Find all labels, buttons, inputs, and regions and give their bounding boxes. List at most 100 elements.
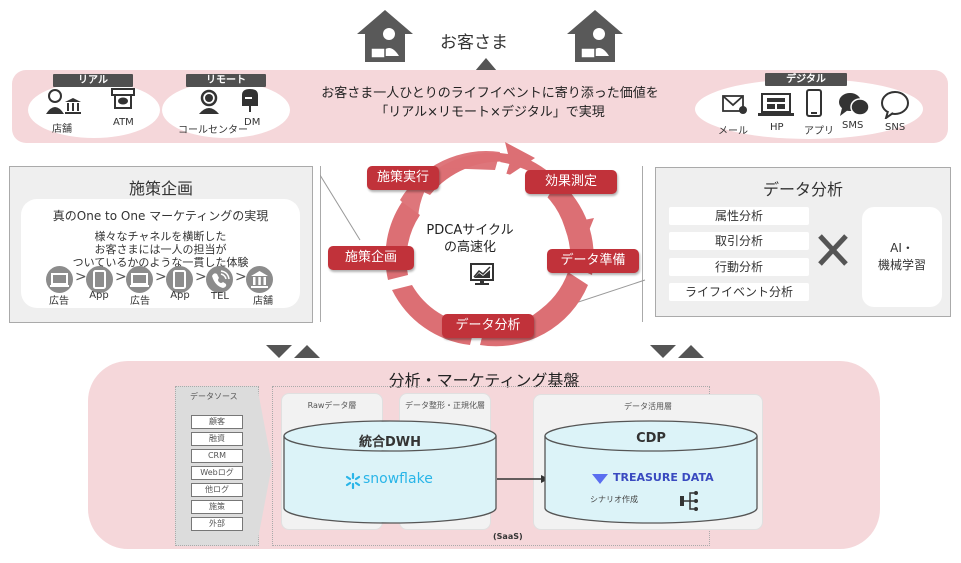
cdp-title: CDP: [636, 431, 666, 446]
up-arrow-icon: [475, 58, 497, 71]
channel-label: メール: [718, 126, 748, 137]
house-person-icon: [567, 10, 623, 62]
datasource-item: 他ログ: [191, 483, 243, 497]
channel-label: 店舗: [52, 124, 72, 135]
smartphone-icon: [806, 89, 822, 117]
channel-label: HP: [770, 122, 784, 133]
planning-headline: 真のOne to One マーケティングの実現: [52, 209, 269, 223]
layer-label: データ活用層: [624, 402, 672, 411]
house-person-icon: [357, 10, 413, 62]
planning-desc-line: ついているかのような一貫した体験: [72, 256, 249, 269]
channel-label: アプリ: [804, 126, 834, 137]
datasource-item: 外部: [191, 517, 243, 531]
planning-description: 様々なチャネルを横断した お客さまには一人の担当が ついているかのような一貫した…: [21, 230, 300, 269]
pdca-step-analyze: データ分析: [442, 314, 534, 338]
journey-step: [86, 266, 113, 293]
channel-label: SMS: [842, 120, 864, 131]
laptop-icon: [50, 273, 69, 287]
datasource-item: 顧客: [191, 415, 243, 429]
journey-label: App: [170, 290, 190, 301]
call-center-icon: [199, 89, 219, 114]
pdca-step-measure: 効果測定: [525, 170, 617, 194]
laptop-icon: [758, 93, 794, 116]
channel-tag-digital: デジタル: [765, 73, 847, 86]
journey-step: [246, 266, 273, 293]
flow-arrow-icon: [497, 475, 549, 483]
bidirectional-arrow-icon: [266, 345, 320, 358]
journey-label: 広告: [130, 296, 150, 307]
journey-arrow-icon: >: [115, 269, 127, 285]
treasure-data-logo-icon: [592, 474, 608, 484]
pdca-step-execute: 施策実行: [367, 166, 439, 190]
snowflake-logo-icon: [345, 473, 361, 489]
pdca-center-text: PDCAサイクル の高速化: [420, 222, 520, 256]
planning-title: 施策企画: [128, 179, 193, 198]
journey-label: 広告: [49, 296, 69, 307]
cross-icon: [818, 234, 848, 266]
dwh-cylinder: [283, 420, 497, 524]
layer-label: データ整形・正規化層: [405, 401, 485, 410]
journey-label: App: [89, 290, 109, 301]
channel-label: ATM: [113, 117, 134, 128]
atm-icon: [111, 88, 135, 109]
tablet-icon: [173, 270, 186, 289]
monitor-chart-icon: [470, 263, 494, 285]
channel-tag-real: リアル: [53, 74, 133, 87]
journey-step: [166, 266, 193, 293]
cdp-cylinder: [544, 420, 758, 524]
journey-arrow-icon: >: [75, 269, 87, 285]
journey-label: 店舗: [253, 296, 273, 307]
branch-staff-icon: [46, 89, 81, 114]
pdca-step-plan: 施策企画: [328, 246, 414, 270]
analysis-item: 行動分析: [669, 258, 809, 276]
connector-line: [320, 174, 361, 241]
journey-arrow-icon: >: [155, 269, 167, 285]
dwh-title: 統合DWH: [358, 435, 421, 450]
pdca-center-line1: PDCAサイクル: [426, 223, 514, 238]
planning-desc-line: 様々なチャネルを横断した: [94, 230, 227, 243]
channel-label: SNS: [885, 122, 906, 133]
platform-title: 分析・マーケティング基盤: [388, 371, 580, 390]
pdca-center-disc: [412, 172, 568, 328]
ai-line1: AI・: [890, 241, 914, 255]
analysis-item: ライフイベント分析: [669, 283, 809, 301]
channel-tag-remote: リモート: [186, 74, 266, 87]
analysis-item: 取引分析: [669, 232, 809, 250]
channel-message: お客さま一人ひとりのライフイベントに寄り添った価値を 「リアル×リモート×デジタ…: [300, 84, 680, 122]
channel-message-line2: 「リアル×リモート×デジタル」で実現: [375, 105, 605, 120]
journey-arrow-icon: >: [195, 269, 207, 285]
analysis-item: 属性分析: [669, 207, 809, 225]
layer-label: Rawデータ層: [307, 401, 357, 410]
pdca-step-prepare: データ準備: [547, 249, 639, 273]
ai-line2: 機械学習: [877, 258, 926, 272]
bidirectional-arrow-icon: [650, 345, 704, 358]
datasource-item: 融資: [191, 432, 243, 446]
mailbox-icon: [242, 89, 258, 112]
datasource-item: 施策: [191, 500, 243, 514]
ai-ml-box: AI・ 機械学習: [862, 207, 942, 307]
laptop-icon: [130, 273, 149, 287]
tablet-icon: [93, 270, 106, 289]
saas-label: (SaaS): [493, 532, 523, 541]
channel-group-remote: [162, 82, 290, 138]
phone-icon: [212, 270, 230, 288]
scenario-label: シナリオ作成: [590, 495, 638, 504]
planning-desc-line: お客さまには一人の担当が: [94, 243, 227, 256]
mail-icon: [722, 95, 747, 114]
analysis-title: データ分析: [762, 180, 843, 199]
datasource-title: データソース: [190, 392, 238, 401]
datasource-item: Webログ: [191, 466, 243, 480]
chat-bubbles-icon: [839, 93, 870, 116]
divider-line: [320, 166, 321, 322]
journey-step: [46, 266, 73, 293]
channel-label: DM: [244, 117, 261, 128]
datasource-item: CRM: [191, 449, 243, 463]
channel-label: コールセンター: [178, 125, 248, 136]
journey-arrow-icon: >: [235, 269, 247, 285]
divider-line: [642, 166, 643, 322]
journey-step: [126, 266, 153, 293]
speech-bubble-icon: [881, 91, 909, 119]
customer-title: お客さま: [440, 33, 508, 53]
flow-chevron-icon: [257, 386, 272, 544]
treasure-data-brand: TREASURE DATA: [613, 471, 714, 484]
